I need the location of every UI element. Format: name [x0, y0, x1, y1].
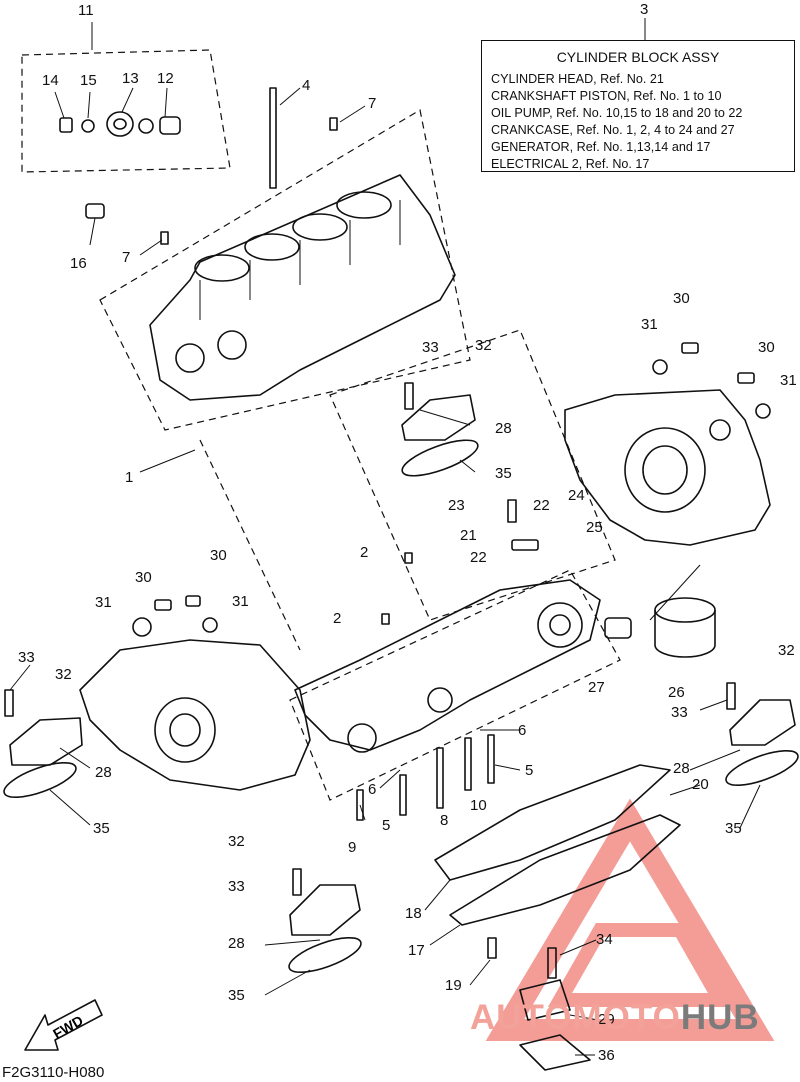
- callout-33-c: 33: [671, 704, 688, 721]
- callout-4: 4: [302, 77, 310, 94]
- callout-5-a: 5: [525, 762, 533, 779]
- callout-1: 1: [125, 469, 133, 486]
- crankcase: [294, 499, 632, 753]
- generator-cover-left: [79, 595, 311, 791]
- callout-31-a: 31: [641, 316, 658, 333]
- watermark-text-part2: HUB: [680, 998, 760, 1037]
- callout-33-d: 33: [228, 878, 245, 895]
- part-group-11: [59, 111, 181, 219]
- callout-9: 9: [348, 839, 356, 856]
- callout-32-d: 32: [228, 833, 245, 850]
- callout-26: 26: [668, 684, 685, 701]
- cylinder-block-assy-info-box: CYLINDER BLOCK ASSY CYLINDER HEAD, Ref. …: [481, 40, 795, 172]
- callout-30-b: 30: [758, 339, 775, 356]
- diagram-code: F2G3110-H080: [2, 1064, 105, 1081]
- leader-lines: [9, 18, 761, 1056]
- callout-13: 13: [122, 70, 139, 87]
- callout-33-a: 33: [422, 339, 439, 356]
- callout-15: 15: [80, 72, 97, 89]
- callout-16: 16: [70, 255, 87, 272]
- callout-18: 18: [405, 905, 422, 922]
- callout-5-b: 5: [382, 817, 390, 834]
- info-line-generator: GENERATOR, Ref. No. 1,13,14 and 17: [491, 140, 711, 154]
- callout-28-a: 28: [495, 420, 512, 437]
- oil-filter: [654, 597, 716, 658]
- callout-30-d: 30: [135, 569, 152, 586]
- callout-17: 17: [408, 942, 425, 959]
- callout-35-d: 35: [228, 987, 245, 1004]
- callout-14: 14: [42, 72, 59, 89]
- callout-2-b: 2: [333, 610, 341, 627]
- callout-35-a: 35: [495, 465, 512, 482]
- callout-31-c: 31: [95, 594, 112, 611]
- oil-pan: [434, 764, 681, 1071]
- info-line-oil-pump: OIL PUMP, Ref. No. 10,15 to 18 and 20 to…: [491, 106, 743, 120]
- callout-28-b: 28: [95, 764, 112, 781]
- callout-34: 34: [596, 931, 613, 948]
- fwd-arrow-icon: [24, 999, 103, 1051]
- callout-12: 12: [157, 70, 174, 87]
- callout-2-a: 2: [360, 544, 368, 561]
- callout-30-a: 30: [673, 290, 690, 307]
- callout-24: 24: [568, 487, 585, 504]
- callout-33-b: 33: [18, 649, 35, 666]
- watermark-text: AUTOMOTOHUB: [470, 998, 760, 1038]
- callout-7-lower: 7: [122, 249, 130, 266]
- info-box-title: CYLINDER BLOCK ASSY: [556, 49, 720, 65]
- callout-8: 8: [440, 812, 448, 829]
- callout-labels: 11 14 15 13 12 4 7 16 7 1 33 32 28 35 31…: [18, 2, 797, 1064]
- callout-3: 3: [640, 1, 648, 18]
- callout-35-b: 35: [93, 820, 110, 837]
- callout-6-a: 6: [518, 722, 526, 739]
- callout-35-c: 35: [725, 820, 742, 837]
- callout-23: 23: [448, 497, 465, 514]
- callout-10: 10: [470, 797, 487, 814]
- callout-32-b: 32: [55, 666, 72, 683]
- callout-6-b: 6: [368, 781, 376, 798]
- watermark-logo: [485, 798, 775, 1041]
- callout-22-a: 22: [533, 497, 550, 514]
- callout-36: 36: [598, 1047, 615, 1064]
- callout-29: 29: [598, 1011, 615, 1028]
- info-line-cylinder-head: CYLINDER HEAD, Ref. No. 21: [491, 72, 664, 86]
- callout-21: 21: [460, 527, 477, 544]
- callout-31-d: 31: [232, 593, 249, 610]
- assembly-frames: [21, 49, 621, 801]
- callout-28-c: 28: [673, 760, 690, 777]
- callout-25: 25: [586, 519, 603, 536]
- generator-cover-right: [564, 342, 771, 546]
- callout-7-upper: 7: [368, 95, 376, 112]
- info-line-electrical: ELECTRICAL 2, Ref. No. 17: [491, 157, 650, 171]
- callout-11: 11: [78, 2, 94, 19]
- bolts: [4, 382, 736, 979]
- info-line-crankcase: CRANKCASE, Ref. No. 1, 2, 4 to 24 and 27: [491, 123, 735, 137]
- callout-30-c: 30: [210, 547, 227, 564]
- callout-20: 20: [692, 776, 709, 793]
- callout-32-c: 32: [778, 642, 795, 659]
- callout-32-a: 32: [475, 337, 492, 354]
- callout-28-d: 28: [228, 935, 245, 952]
- callout-27: 27: [588, 679, 605, 696]
- callout-22-b: 22: [470, 549, 487, 566]
- watermark-text-part1: AUTOMOTO: [470, 998, 681, 1037]
- dampers-and-gaskets: [3, 394, 799, 974]
- callout-19: 19: [445, 977, 462, 994]
- callout-31-b: 31: [780, 372, 797, 389]
- info-line-crankshaft-piston: CRANKSHAFT PISTON, Ref. No. 1 to 10: [491, 89, 722, 103]
- cylinder-block: [149, 87, 456, 401]
